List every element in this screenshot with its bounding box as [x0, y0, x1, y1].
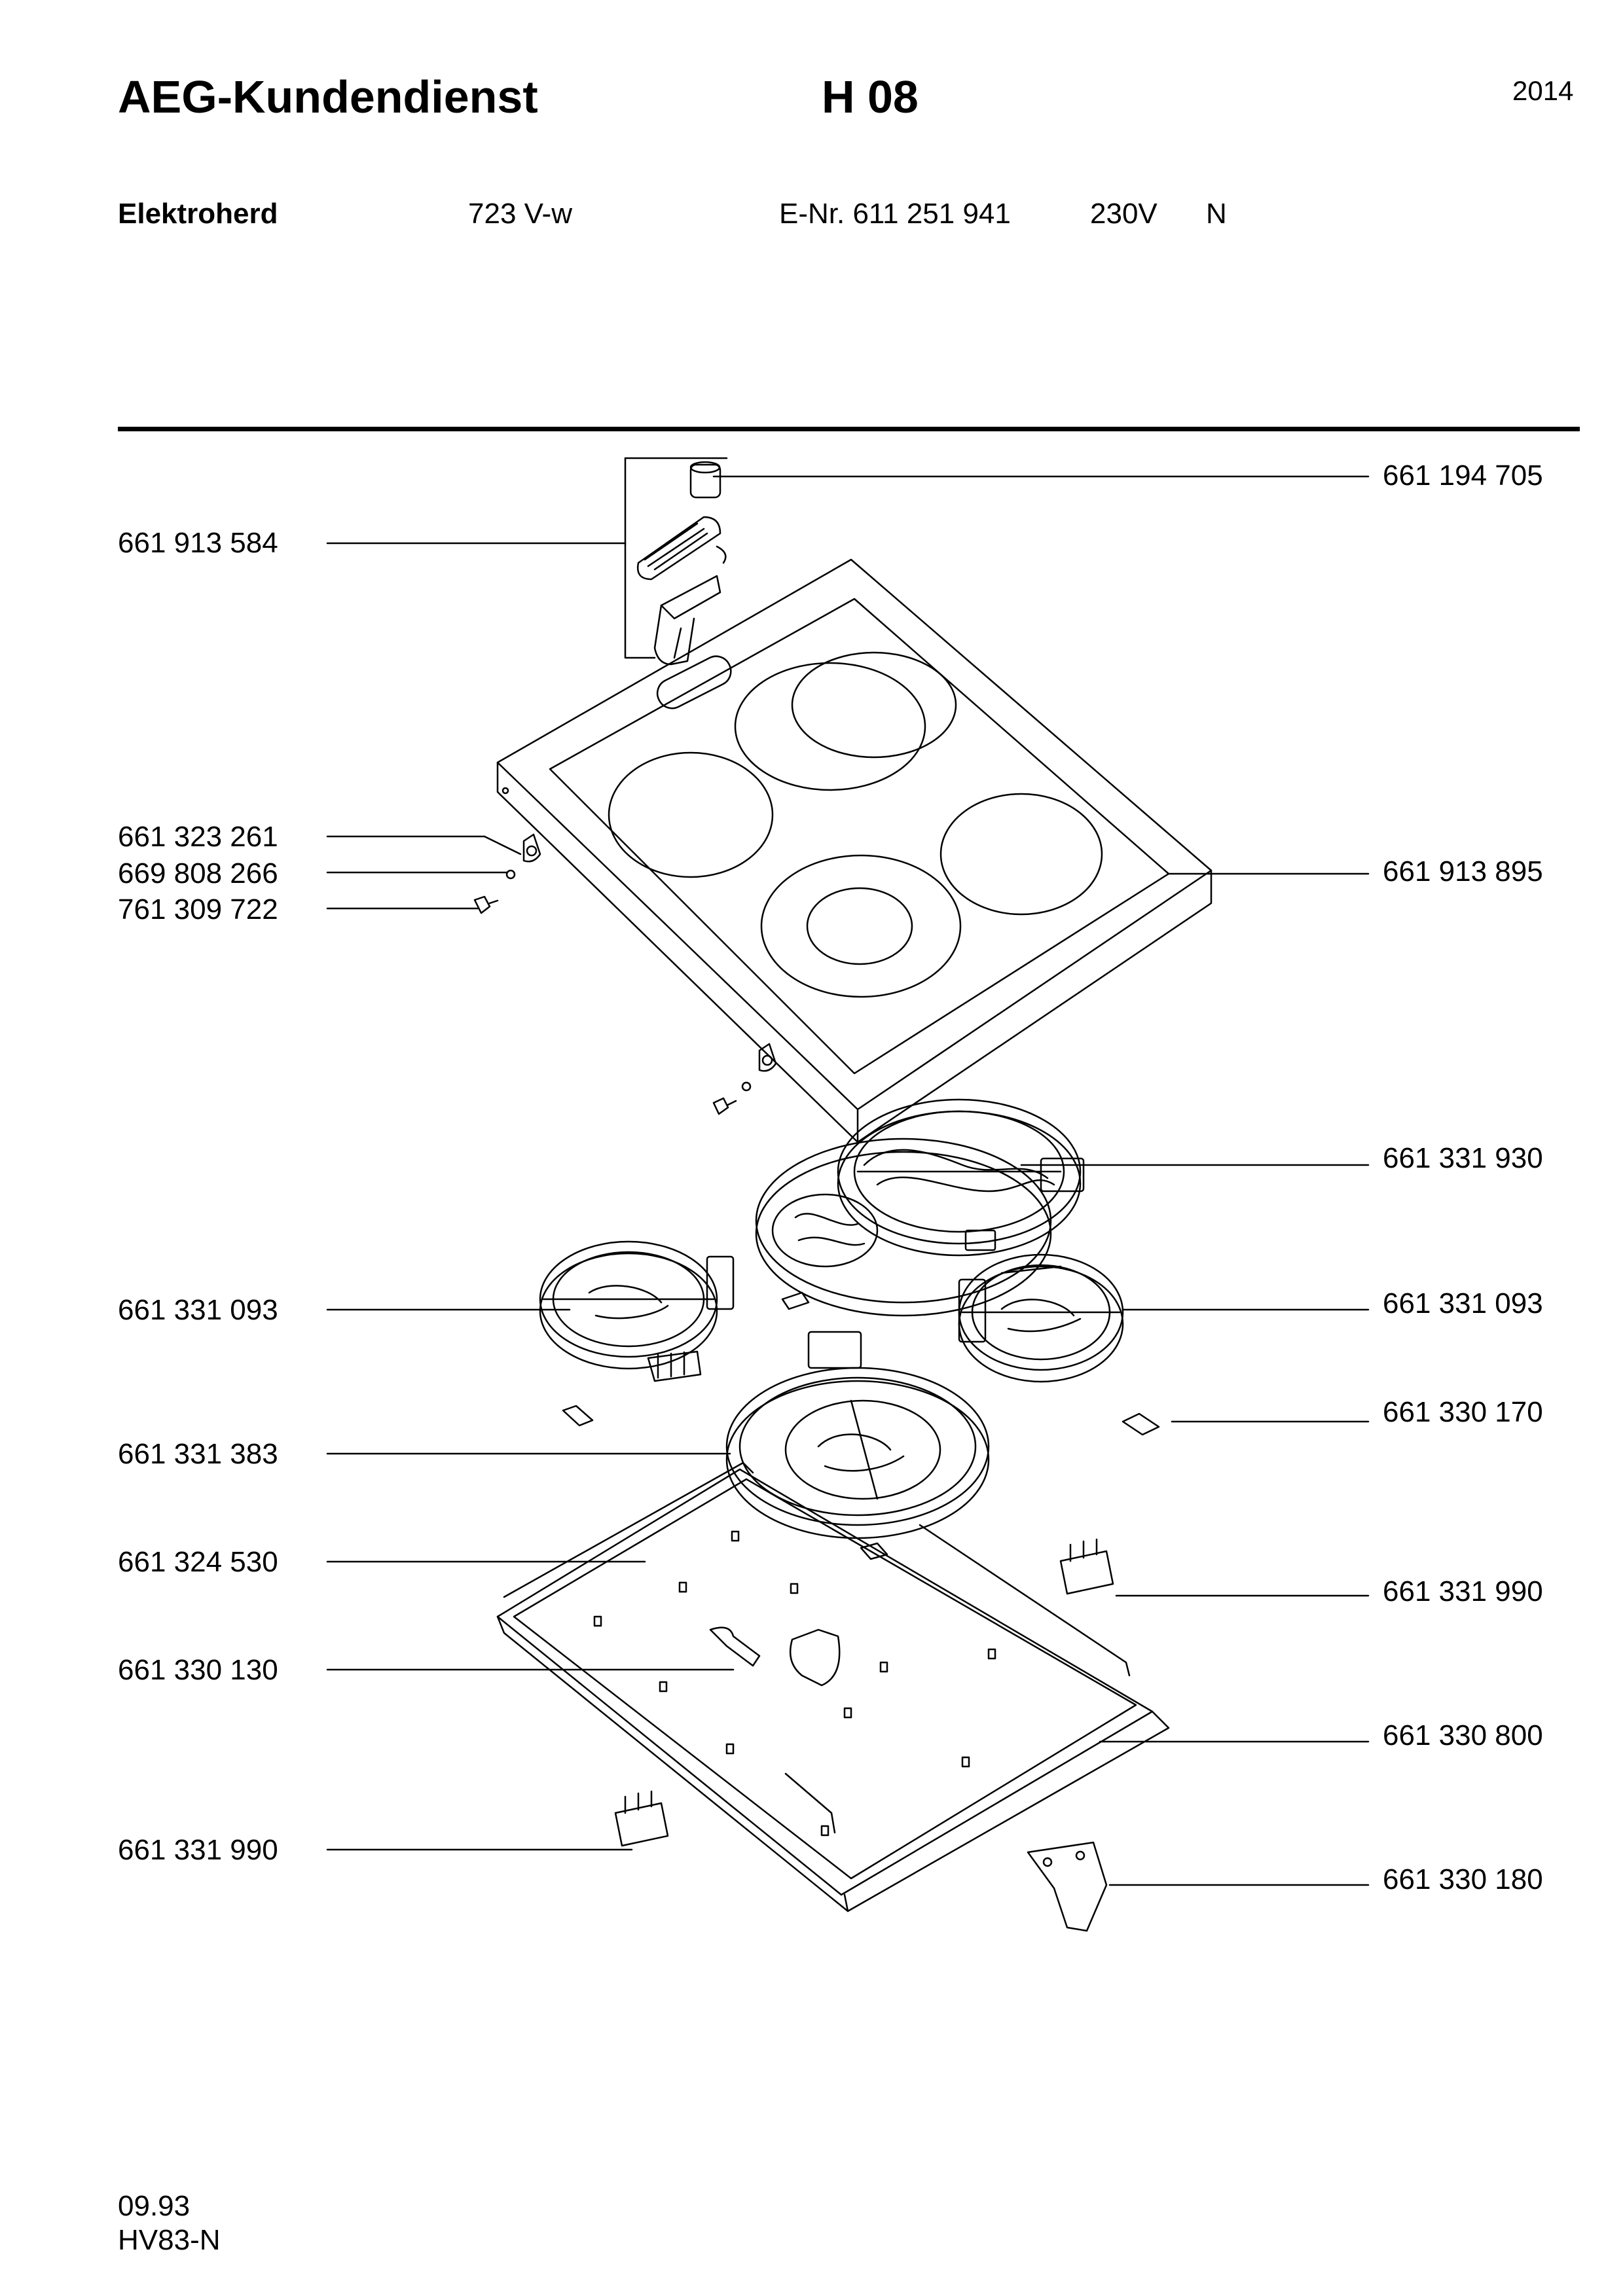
- e-number: E-Nr. 611 251 941: [779, 198, 1011, 230]
- footer-date: 09.93: [118, 2190, 191, 2222]
- part-label-right-8: 661 330 180: [1383, 1863, 1543, 1895]
- heater-left: [540, 1242, 733, 1381]
- hob-top: [498, 560, 1211, 1142]
- brand-title: AEG-Kundendienst: [118, 71, 538, 122]
- footer-doc-code: HV83-N: [118, 2224, 221, 2256]
- voltage: 230V: [1090, 198, 1158, 230]
- clips: [563, 1293, 1159, 1559]
- header-rule: [118, 427, 1580, 431]
- part-label-right-5: 661 330 170: [1383, 1396, 1543, 1428]
- dual-heater-rear: [756, 1100, 1084, 1316]
- leader-lines: [327, 458, 1368, 1885]
- model-code: H 08: [822, 71, 919, 122]
- part-label-right-1: 661 194 705: [1383, 459, 1543, 492]
- part-label-left-1: 661 913 584: [118, 527, 278, 559]
- appliance-name: Elektroherd: [118, 198, 278, 230]
- terminal-block-left: [615, 1791, 668, 1846]
- part-label-left-8: 661 330 130: [118, 1654, 278, 1686]
- appliance-type: 723 V-w: [468, 198, 572, 230]
- variant: N: [1206, 198, 1227, 230]
- part-label-left-6: 661 331 383: [118, 1438, 278, 1470]
- part-label-left-2: 661 323 261: [118, 821, 278, 853]
- part-label-left-3: 669 808 266: [118, 857, 278, 889]
- knob-assembly: [638, 462, 725, 664]
- year: 2014: [1512, 75, 1574, 106]
- fasteners: [475, 834, 776, 1114]
- dual-heater-front: [727, 1332, 989, 1538]
- part-label-left-7: 661 324 530: [118, 1546, 278, 1578]
- part-label-right-2: 661 913 895: [1383, 855, 1543, 888]
- part-label-right-7: 661 330 800: [1383, 1719, 1543, 1751]
- part-label-right-3: 661 331 930: [1383, 1142, 1543, 1174]
- part-label-right-6: 661 331 990: [1383, 1575, 1543, 1607]
- heater-right: [959, 1255, 1123, 1382]
- base-tray: [498, 1463, 1169, 1911]
- part-label-right-4: 661 331 093: [1383, 1287, 1543, 1319]
- terminal-block-right: [1061, 1539, 1113, 1594]
- part-label-left-9: 661 331 990: [118, 1834, 278, 1866]
- mounting-bracket: [1028, 1842, 1106, 1931]
- part-label-left-5: 661 331 093: [118, 1294, 278, 1326]
- part-label-left-4: 761 309 722: [118, 893, 278, 925]
